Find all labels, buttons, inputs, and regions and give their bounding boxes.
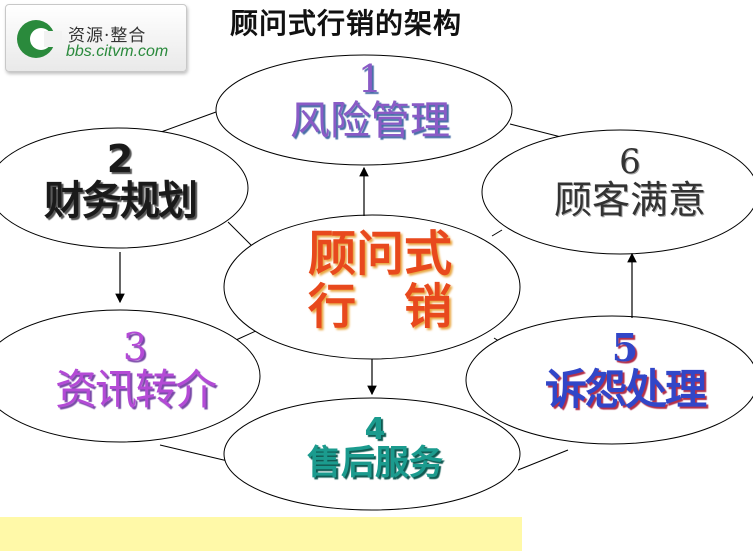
node-info-text: 3 资讯转介 xyxy=(20,325,250,414)
node-risk-text: 1 风险管理 xyxy=(250,57,490,144)
node-service xyxy=(223,397,521,511)
node-satisfaction-label: 顾客满意 xyxy=(553,177,706,222)
node-complaint-label: 诉怨处理 xyxy=(544,364,707,414)
node-info xyxy=(0,309,261,443)
node-satisfaction xyxy=(481,129,753,255)
logo-url: bbs.citvm.com xyxy=(66,43,169,60)
node-service-text: 4 售后服务 xyxy=(260,414,490,481)
site-logo: 资源·整合 bbs.citvm.com xyxy=(5,4,187,72)
logo-text: 资源·整合 xyxy=(68,26,147,46)
node-info-number: 3 xyxy=(122,325,148,369)
node-finance-text: 2 财务规划 xyxy=(10,137,230,224)
node-complaint-text: 5 诉怨处理 xyxy=(510,328,740,412)
node-risk-number: 1 xyxy=(357,57,383,101)
page-title: 顾问式行销的架构 xyxy=(230,7,463,40)
node-finance-label: 财务规划 xyxy=(44,177,198,224)
node-satisfaction-number: 6 xyxy=(619,142,641,182)
connector-center-finance xyxy=(227,221,253,247)
connector-risk-satisfaction xyxy=(509,123,566,139)
node-service-number: 4 xyxy=(364,412,386,447)
highlight-bar xyxy=(0,517,522,551)
logo-mark-icon xyxy=(17,20,62,58)
node-finance xyxy=(0,127,249,249)
node-service-label: 售后服务 xyxy=(307,442,443,483)
node-risk-label: 风险管理 xyxy=(290,97,450,144)
connector-service-complaint xyxy=(517,449,569,471)
node-center-line1: 顾问式 xyxy=(307,226,452,282)
connector-info-service xyxy=(159,444,233,463)
node-complaint xyxy=(465,315,753,445)
node-center-line2: 行 销 xyxy=(307,278,452,335)
node-satisfaction-text: 6 顾客满意 xyxy=(520,142,740,222)
node-info-label: 资讯转介 xyxy=(54,364,217,414)
connector-center-satisfaction xyxy=(491,229,503,237)
node-finance-number: 2 xyxy=(106,137,134,181)
connector-center-info xyxy=(235,329,259,341)
node-center-text: 顾问式 行 销 xyxy=(260,228,500,334)
node-complaint-number: 5 xyxy=(611,325,639,370)
node-risk xyxy=(215,54,513,166)
